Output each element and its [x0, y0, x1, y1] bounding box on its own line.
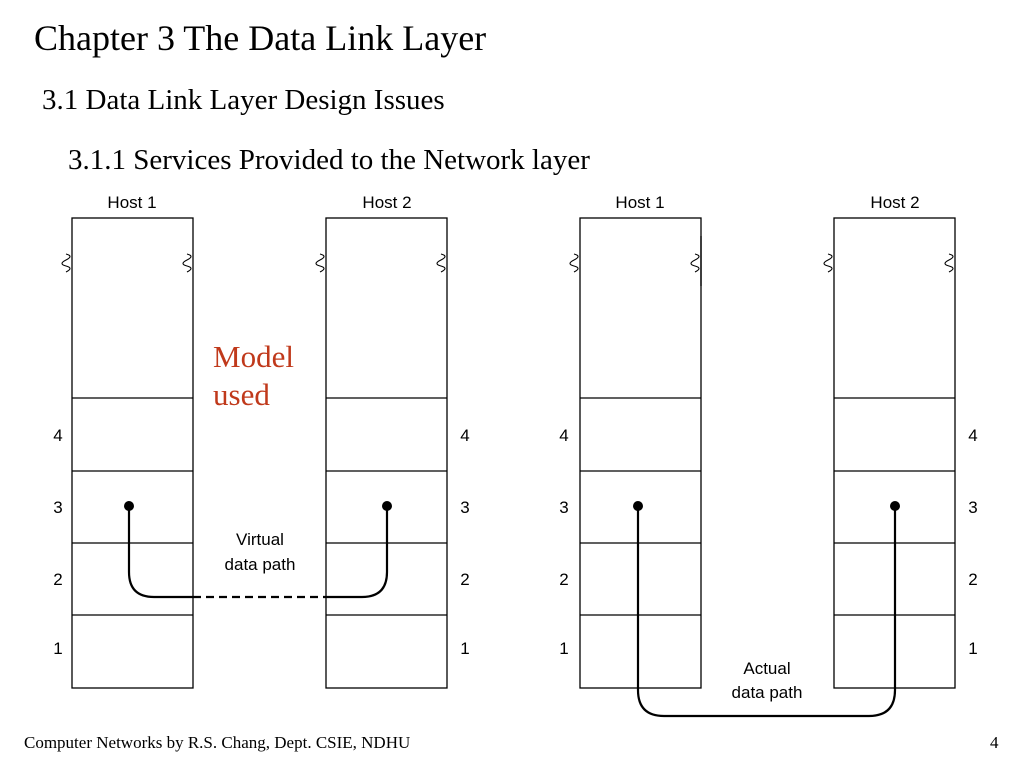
- virtual-path-label-line2: data path: [225, 555, 296, 574]
- virtual-path-label-line1: Virtual: [236, 530, 284, 549]
- page-number: 4: [990, 733, 999, 752]
- section-heading: 3.1 Data Link Layer Design Issues: [42, 84, 445, 116]
- subsection-heading: 3.1.1 Services Provided to the Network l…: [68, 144, 590, 176]
- right-host2-layer-2-label: 2: [968, 570, 977, 589]
- actual-path-label-line1: Actual: [743, 659, 790, 678]
- left-layer-2-label: 2: [53, 570, 62, 589]
- right-host1-stack: [569, 217, 702, 689]
- slide-footer: Computer Networks by R.S. Chang, Dept. C…: [24, 733, 411, 752]
- right-host2-stack: [823, 217, 956, 689]
- right-layer-3-label: 3: [559, 498, 568, 517]
- left-diagram: Host 1 Host 2 4 3 2 1 4: [53, 193, 470, 689]
- right-diagram: Host 1 Host 2 4 3 2 1 4 3 2 1: [559, 193, 978, 718]
- left-layer-1-label: 1: [53, 639, 62, 658]
- left-host2-layer-4-label: 4: [460, 426, 469, 445]
- actual-path-label-line2: data path: [732, 683, 803, 702]
- model-used-callout: Model used: [213, 338, 294, 414]
- right-layer-2-label: 2: [559, 570, 568, 589]
- left-host2-stack: [315, 217, 448, 689]
- callout-line-1: Model: [213, 339, 294, 374]
- left-layer-3-label: 3: [53, 498, 62, 517]
- left-host2-layer-3-label: 3: [460, 498, 469, 517]
- slide-title: Chapter 3 The Data Link Layer: [34, 18, 487, 58]
- left-layer-4-label: 4: [53, 426, 62, 445]
- right-host2-label: Host 2: [870, 193, 919, 212]
- right-layer-1-label: 1: [559, 639, 568, 658]
- right-host2-layer-4-label: 4: [968, 426, 977, 445]
- virtual-data-path: [124, 501, 392, 599]
- right-layer-4-label: 4: [559, 426, 568, 445]
- left-host2-layer-2-label: 2: [460, 570, 469, 589]
- actual-data-path: [633, 501, 900, 718]
- left-host1-stack: [61, 217, 194, 689]
- left-host2-label: Host 2: [362, 193, 411, 212]
- left-host2-layer-1-label: 1: [460, 639, 469, 658]
- right-host2-layer-1-label: 1: [968, 639, 977, 658]
- left-host1-label: Host 1: [107, 193, 156, 212]
- right-host1-label: Host 1: [615, 193, 664, 212]
- right-host2-layer-3-label: 3: [968, 498, 977, 517]
- callout-line-2: used: [213, 377, 270, 412]
